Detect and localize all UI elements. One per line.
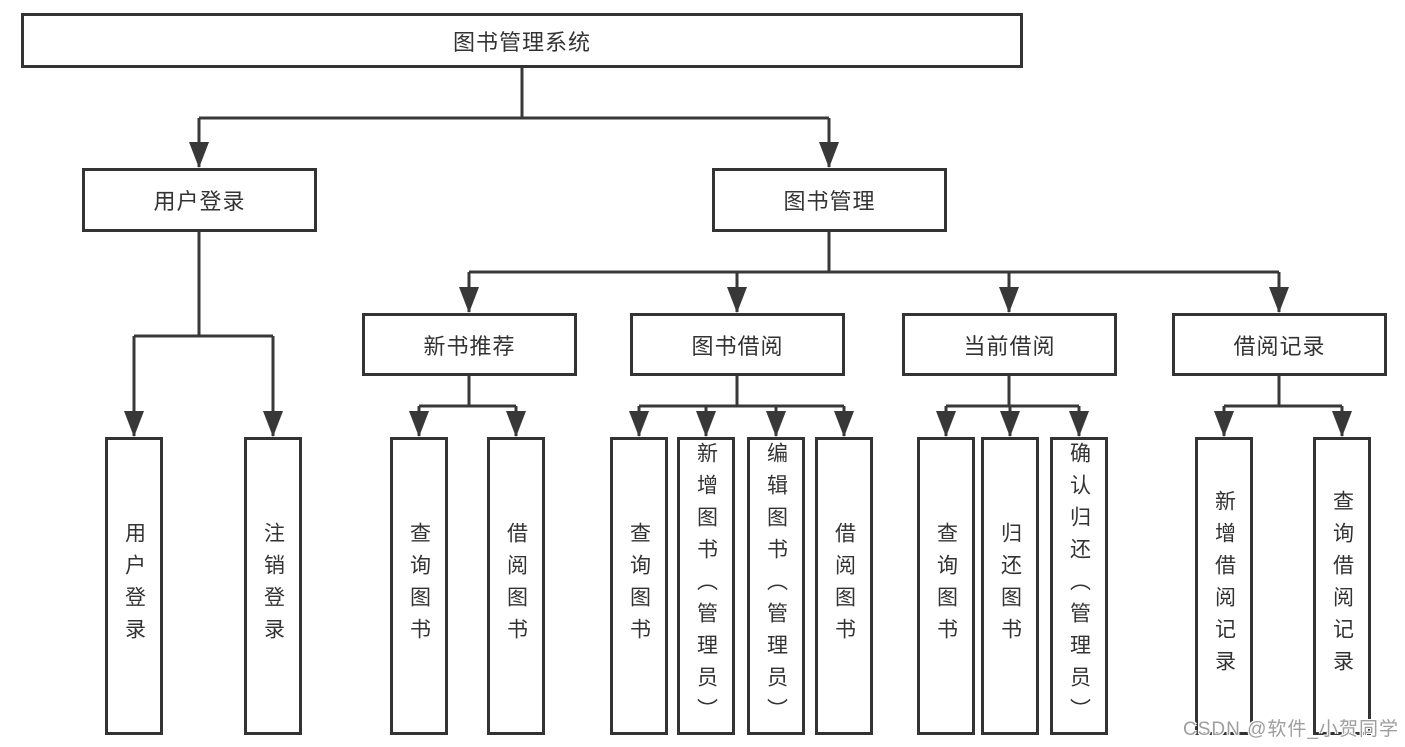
connector-new-book-branch — [409, 376, 526, 437]
leaf-query-books-current-label: 查询图书 — [934, 522, 958, 650]
leaf-query-books-current: 查询图书 — [917, 437, 975, 735]
leaf-confirm-return-admin-label: 确认归还（管理员） — [1067, 442, 1091, 730]
leaf-borrow-books: 借阅图书 — [815, 437, 873, 735]
leaf-add-borrow-record: 新增借阅记录 — [1195, 437, 1253, 735]
leaf-edit-books-admin-label: 编辑图书（管理员） — [764, 442, 788, 730]
leaf-borrow-books-recommend-label: 借阅图书 — [504, 522, 528, 650]
leaf-add-books-admin: 新增图书（管理员） — [677, 437, 735, 735]
connector-current-borrow-branch — [936, 376, 1089, 437]
leaf-query-books-recommend: 查询图书 — [390, 437, 448, 735]
connector-borrow-record-branch — [1214, 376, 1352, 437]
node-user-login-label: 用户登录 — [153, 189, 246, 214]
connector-book-management-branch — [459, 232, 1289, 313]
leaf-add-books-admin-label: 新增图书（管理员） — [694, 442, 718, 730]
leaf-add-borrow-record-label: 新增借阅记录 — [1212, 490, 1236, 682]
node-new-book-recommend: 新书推荐 — [362, 313, 577, 376]
leaf-query-books-borrow: 查询图书 — [610, 437, 668, 735]
leaf-return-books: 归还图书 — [981, 437, 1039, 735]
leaf-borrow-books-recommend: 借阅图书 — [487, 437, 545, 735]
leaf-logout-login-label: 注销登录 — [261, 522, 285, 650]
leaf-confirm-return-admin: 确认归还（管理员） — [1050, 437, 1108, 735]
leaf-query-borrow-record: 查询借阅记录 — [1313, 437, 1371, 735]
node-borrowing-record: 借阅记录 — [1172, 313, 1387, 376]
leaf-query-books-borrow-label: 查询图书 — [627, 522, 651, 650]
leaf-edit-books-admin: 编辑图书（管理员） — [747, 437, 805, 735]
leaf-return-books-label: 归还图书 — [998, 522, 1022, 650]
leaf-query-borrow-record-label: 查询借阅记录 — [1330, 490, 1354, 682]
node-borrowing-record-label: 借阅记录 — [1233, 333, 1326, 359]
node-system-root-label: 图书管理系统 — [452, 29, 591, 55]
leaf-user-login: 用户登录 — [105, 437, 163, 735]
node-system-root: 图书管理系统 — [21, 13, 1023, 68]
node-book-management: 图书管理 — [712, 168, 947, 232]
node-new-book-recommend-label: 新书推荐 — [423, 333, 516, 359]
leaf-logout-login: 注销登录 — [244, 437, 302, 735]
connector-user-login-branch — [124, 232, 283, 437]
node-book-management-label: 图书管理 — [783, 189, 876, 214]
connector-book-borrow-branch — [629, 376, 854, 437]
leaf-borrow-books-label: 借阅图书 — [832, 522, 856, 650]
node-book-borrowing: 图书借阅 — [630, 313, 845, 376]
node-current-borrowing: 当前借阅 — [902, 313, 1117, 376]
node-user-login: 用户登录 — [82, 168, 317, 232]
connector-root-to-level2 — [189, 68, 839, 168]
node-current-borrowing-label: 当前借阅 — [963, 333, 1056, 359]
leaf-query-books-recommend-label: 查询图书 — [407, 522, 431, 650]
node-book-borrowing-label: 图书借阅 — [691, 333, 784, 359]
leaf-user-login-label: 用户登录 — [122, 522, 146, 650]
csdn-watermark: CSDN @软件_小贺同学 — [1183, 719, 1399, 740]
